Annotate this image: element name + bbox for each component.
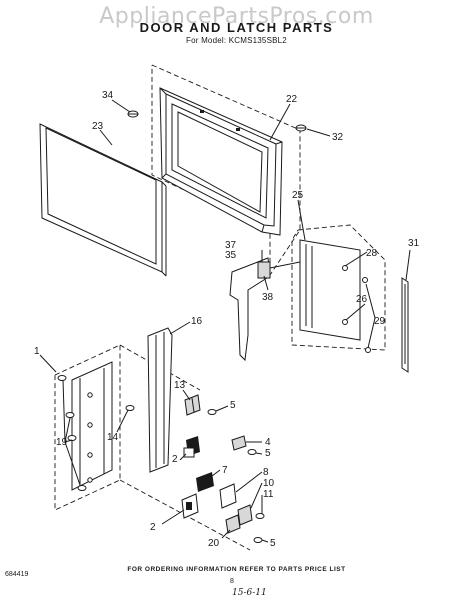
hinge-part-2b: [181, 493, 199, 519]
callout-4: 4: [265, 437, 271, 448]
door-choke-panel: [39, 123, 167, 277]
hinge-part-2a: [183, 436, 200, 458]
callout-34: 34: [102, 90, 114, 101]
callout-35: 35: [225, 250, 237, 261]
callout-5a: 5: [230, 400, 236, 411]
callout-20: 20: [208, 538, 220, 549]
callout-38: 38: [262, 292, 274, 303]
callout-28: 28: [366, 248, 378, 259]
callout-2a: 2: [172, 454, 178, 465]
hinge-plate: [147, 327, 173, 473]
callout-13: 13: [174, 380, 186, 391]
callout-11: 11: [263, 489, 274, 500]
callout-22: 22: [286, 94, 298, 105]
screw-11: [255, 513, 265, 519]
door-panel: [159, 87, 283, 236]
latch-plate-outline: [291, 224, 386, 351]
part-4: [231, 435, 247, 451]
part-10: [237, 504, 253, 526]
callout-23: 23: [92, 121, 104, 132]
part-7: [196, 472, 214, 492]
callout-labels: 34 23 22 32 25 37 35 38 28 31 26 29 16 1…: [34, 90, 420, 549]
screw-5a: [207, 409, 217, 415]
callout-2b: 2: [150, 522, 156, 533]
hinge-bracket: [71, 361, 113, 491]
callout-1: 1: [34, 346, 40, 357]
callout-31: 31: [408, 238, 420, 249]
page-number: 8: [230, 578, 234, 585]
latch-plate: [299, 239, 371, 353]
callout-16: 16: [191, 316, 203, 327]
callout-8: 8: [263, 467, 269, 478]
callout-37: 37: [225, 240, 237, 251]
callout-7: 7: [222, 465, 228, 476]
screw-34: [127, 110, 139, 118]
doc-id: 684419: [5, 571, 29, 578]
screw-5b: [247, 449, 257, 455]
callout-29: 29: [374, 316, 386, 327]
leader-lines: [39, 99, 411, 543]
part-8: [219, 483, 237, 509]
model-subtitle: For Model: KCMS135SBL2: [186, 36, 287, 45]
page-title: DOOR AND LATCH PARTS: [139, 20, 334, 35]
callout-5c: 5: [270, 538, 276, 549]
callout-26: 26: [356, 294, 368, 305]
screws-19: [57, 375, 135, 491]
callout-19: 19: [56, 437, 68, 448]
hinge-part-13: [184, 394, 201, 416]
handwritten-date: 15-6-11: [232, 588, 267, 598]
callout-32: 32: [332, 132, 344, 143]
callout-25: 25: [292, 190, 304, 201]
screw-32: [295, 124, 307, 132]
callout-10: 10: [263, 478, 275, 489]
ordering-info: FOR ORDERING INFORMATION REFER TO PARTS …: [127, 566, 346, 573]
part-20: [225, 514, 241, 534]
latch-rod: [401, 277, 409, 373]
screw-5c: [253, 537, 263, 543]
callout-5b: 5: [265, 448, 271, 459]
latch-lever: [229, 257, 301, 362]
watermark: AppliancePartsPros.com: [99, 4, 374, 29]
callout-14: 14: [107, 432, 119, 443]
